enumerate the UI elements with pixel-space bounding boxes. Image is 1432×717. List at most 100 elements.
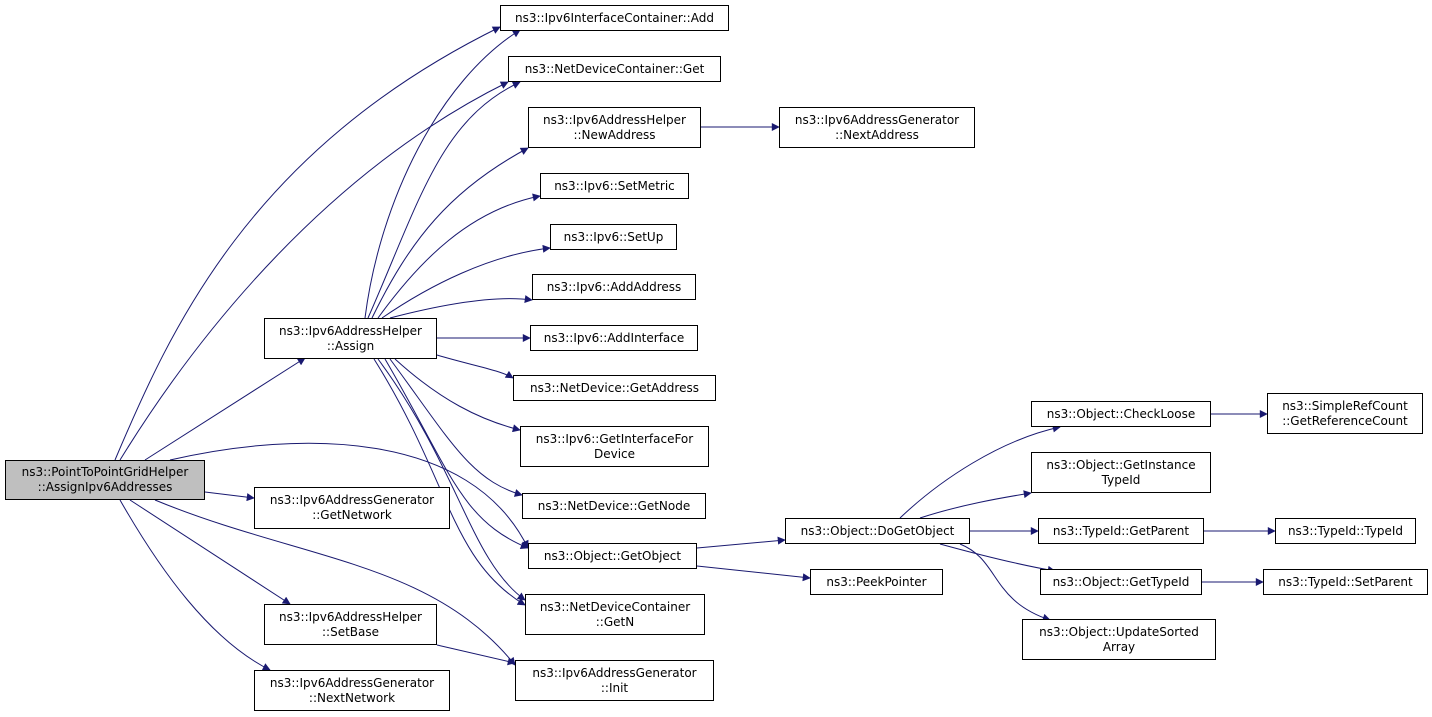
node-label-line: TypeId: [1101, 472, 1141, 487]
node-nd-getaddress[interactable]: ns3::NetDevice::GetAddress: [513, 375, 716, 401]
node-label-line: ns3::Ipv6AddressHelper: [543, 112, 686, 127]
node-newaddress[interactable]: ns3::Ipv6AddressHelper::NewAddress: [528, 107, 701, 148]
node-label-line: ns3::Ipv6AddressGenerator: [269, 493, 435, 507]
node-label-line: ns3::SimpleRefCount: [1282, 398, 1408, 413]
node-label-line: Device: [593, 446, 636, 461]
edge-assign-getobject: [384, 358, 529, 549]
node-dogetobject[interactable]: ns3::Object::DoGetObject: [785, 518, 970, 544]
node-typeid[interactable]: ns3::TypeId::TypeId: [1275, 518, 1416, 544]
edge-assign-newaddress: [371, 147, 529, 319]
edge-root-ipv6ic-add: [114, 26, 501, 461]
node-label-line: ns3::Object::GetTypeId: [1052, 574, 1190, 589]
node-label-line: ns3::Ipv6::GetInterfaceFor: [535, 431, 694, 446]
node-setparent[interactable]: ns3::TypeId::SetParent: [1263, 569, 1428, 595]
node-label-line: Array: [1102, 639, 1136, 654]
node-label-line: ns3::PeekPointer: [826, 574, 927, 589]
node-label-line: ::GetNetwork: [312, 508, 392, 522]
node-label-line: ns3::PointToPointGridHelper: [21, 465, 189, 479]
edge-dogetobject-updatesorted: [959, 543, 1051, 622]
node-label-line: ns3::NetDevice::GetNode: [537, 498, 691, 513]
edge-assign-ndc-getn: [377, 358, 526, 601]
node-label-line: ns3::Object::GetObject: [543, 548, 682, 563]
node-label-line: ns3::Object::DoGetObject: [800, 523, 955, 538]
node-label-line: ns3::TypeId::TypeId: [1287, 523, 1404, 538]
edge-setbase-init: [436, 644, 516, 666]
edge-assign-getinterfacefor: [394, 358, 521, 433]
node-label-line: ::GetReferenceCount: [1282, 413, 1408, 428]
node-label-line: ::NewAddress: [573, 127, 656, 142]
node-label-line: ::NextAddress: [835, 127, 919, 142]
node-getobject[interactable]: ns3::Object::GetObject: [528, 543, 697, 569]
node-label-line: ns3::Object::GetInstance: [1046, 457, 1196, 472]
node-label-line: ::NextNetwork: [308, 690, 396, 705]
node-addaddress[interactable]: ns3::Ipv6::AddAddress: [532, 274, 696, 300]
edge-dogetobject-gettypeid: [939, 543, 1056, 574]
node-getrefcount[interactable]: ns3::SimpleRefCount::GetReferenceCount: [1267, 393, 1423, 434]
node-gettypeid[interactable]: ns3::Object::GetTypeId: [1040, 569, 1202, 595]
node-init[interactable]: ns3::Ipv6AddressGenerator::Init: [515, 660, 714, 701]
node-label-line: ::Init: [600, 680, 629, 695]
node-setup[interactable]: ns3::Ipv6::SetUp: [550, 224, 677, 250]
edge-assign-addaddress: [389, 295, 533, 319]
node-label-line: ns3::NetDevice::GetAddress: [530, 380, 699, 395]
node-ndc-get[interactable]: ns3::NetDeviceContainer::Get: [508, 56, 721, 82]
edge-assign-ndc-getn-2: [373, 358, 526, 606]
node-label-line: ns3::NetDeviceContainer: [539, 599, 691, 614]
node-ndc-getn[interactable]: ns3::NetDeviceContainer::GetN: [525, 594, 705, 635]
node-label-line: ns3::TypeId::GetParent: [1052, 523, 1190, 538]
node-nextaddress[interactable]: ns3::Ipv6AddressGenerator::NextAddress: [779, 107, 975, 148]
edge-root-nextnetwork: [119, 499, 271, 671]
node-label-line: ::Assign: [326, 338, 375, 353]
node-label-line: ns3::Object::UpdateSorted: [1039, 624, 1199, 639]
node-assign[interactable]: ns3::Ipv6AddressHelper::Assign: [264, 318, 437, 359]
node-label-line: ns3::Ipv6AddressHelper: [279, 323, 422, 338]
edge-assign-setup: [381, 244, 551, 319]
node-addinterface[interactable]: ns3::Ipv6::AddInterface: [530, 325, 698, 351]
node-label-line: ::GetN: [595, 614, 635, 629]
edge-root-init: [154, 499, 516, 666]
edge-root-assign: [144, 357, 306, 461]
edge-assign-ipv6ic-add: [364, 29, 521, 319]
node-setbase[interactable]: ns3::Ipv6AddressHelper::SetBase: [264, 604, 437, 645]
node-label-line: ns3::Ipv6AddressHelper: [279, 609, 422, 624]
node-label-line: ns3::Ipv6::AddInterface: [543, 330, 685, 345]
edge-assign-ndc-get: [367, 81, 521, 319]
node-nd-getnode[interactable]: ns3::NetDevice::GetNode: [522, 493, 706, 519]
node-label-line: ns3::Ipv6AddressGenerator: [269, 675, 435, 690]
node-ipv6ic-add[interactable]: ns3::Ipv6InterfaceContainer::Add: [500, 5, 729, 31]
node-root: ns3::PointToPointGridHelper::AssignIpv6A…: [5, 460, 205, 500]
node-label-line: ns3::Ipv6AddressGenerator: [794, 112, 960, 127]
node-label-line: ::AssignIpv6Addresses: [37, 480, 173, 494]
edge-dogetobject-checkloose: [899, 424, 1061, 519]
node-getparent[interactable]: ns3::TypeId::GetParent: [1038, 518, 1204, 544]
node-nextnetwork[interactable]: ns3::Ipv6AddressGenerator::NextNetwork: [254, 670, 450, 711]
node-label-line: ns3::NetDeviceContainer::Get: [524, 61, 705, 76]
node-label-line: ::SetBase: [321, 624, 379, 639]
edge-root-setbase: [129, 499, 291, 605]
node-label-line: ns3::Ipv6::AddAddress: [546, 279, 682, 294]
edge-getobject-dogetobject: [696, 536, 786, 549]
node-getnetwork[interactable]: ns3::Ipv6AddressGenerator::GetNetwork: [254, 487, 450, 529]
edge-root-getnetwork: [204, 491, 255, 502]
node-peekpointer[interactable]: ns3::PeekPointer: [810, 569, 943, 595]
node-label-line: ns3::Object::CheckLoose: [1046, 406, 1196, 421]
node-label-line: ns3::Ipv6AddressGenerator: [532, 665, 697, 680]
node-label-line: ns3::Ipv6InterfaceContainer::Add: [515, 10, 714, 25]
edge-dogetobject-getinstancetypeid: [919, 490, 1032, 519]
node-checkloose[interactable]: ns3::Object::CheckLoose: [1031, 401, 1211, 427]
edge-assign-nd-getnode: [389, 358, 523, 497]
node-label-line: ns3::Ipv6::SetUp: [563, 229, 664, 244]
edge-root-ndc-get: [119, 81, 509, 461]
edge-assign-nd-getaddress: [436, 354, 514, 379]
node-label-line: ns3::Ipv6::SetMetric: [554, 178, 675, 193]
edge-getobject-peekpointer: [696, 565, 811, 582]
node-label-line: ns3::TypeId::SetParent: [1278, 574, 1413, 589]
edge-assign-setmetric: [377, 193, 541, 319]
edge-root-getobject: [169, 442, 529, 549]
node-setmetric[interactable]: ns3::Ipv6::SetMetric: [540, 173, 689, 199]
